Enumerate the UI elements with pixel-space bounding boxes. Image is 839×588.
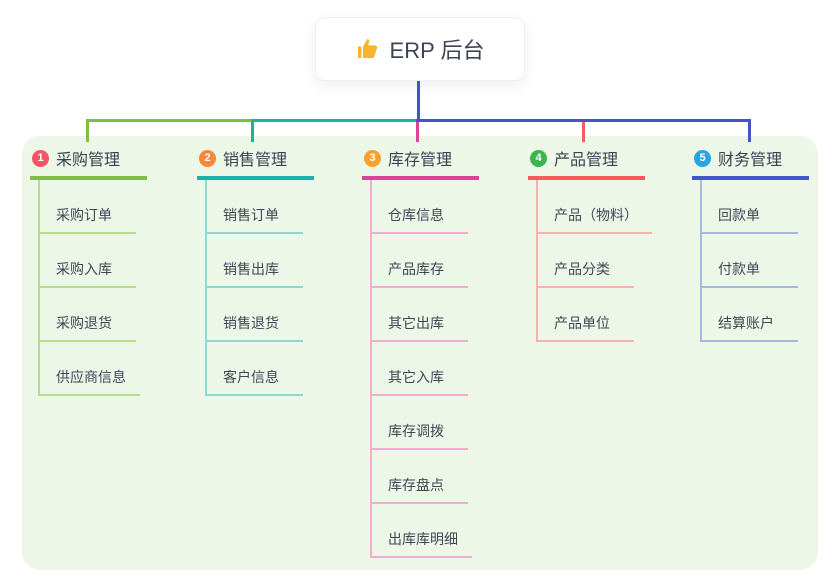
branch-2: 2 销售管理销售订单销售出库销售退货客户信息 [197,142,314,396]
root-node-erp[interactable]: ERP 后台 [315,17,525,81]
mindmap-child-node[interactable]: 仓库信息 [372,180,468,234]
mindmap-child-node[interactable]: 采购订单 [40,180,136,234]
mindmap-child-node[interactable]: 出库库明细 [372,504,472,558]
branch-5-number-badge: 5 [694,149,711,167]
mindmap-child-node[interactable]: 付款单 [702,234,798,288]
branch-3-drop-line [416,122,419,142]
branch-2-label: 销售管理 [223,152,288,169]
branch-1: 1 采购管理采购订单采购入库采购退货供应商信息 [30,142,147,396]
mindmap-child-node[interactable]: 产品分类 [538,234,634,288]
branch-3: 3 库存管理仓库信息产品库存其它出库其它入库库存调拨库存盘点出库库明细 [362,142,479,558]
mindmap-child-node[interactable]: 销售退货 [207,288,303,342]
branch-5-children: 回款单付款单结算账户 [700,180,798,342]
branch-5-label: 财务管理 [718,152,783,169]
rail-blue-segment [416,119,751,122]
mindmap-child-node[interactable]: 库存盘点 [372,450,468,504]
branch-3-children: 仓库信息产品库存其它出库其它入库库存调拨库存盘点出库库明细 [370,180,472,558]
thumbs-up-icon [356,37,380,61]
mindmap-child-node[interactable]: 产品（物料） [538,180,652,234]
branch-3-number-badge: 3 [364,149,381,167]
mindmap-child-node[interactable]: 库存调拨 [372,396,468,450]
mindmap-child-node[interactable]: 回款单 [702,180,798,234]
mindmap-child-node[interactable]: 销售订单 [207,180,303,234]
branch-3-title[interactable]: 3 库存管理 [362,142,479,180]
branch-4-drop-line [582,122,585,142]
branch-3-label: 库存管理 [388,152,453,169]
mindmap-child-node[interactable]: 销售出库 [207,234,303,288]
rail-teal-segment [251,119,416,122]
branch-2-number-badge: 2 [199,149,216,167]
branch-2-title[interactable]: 2 销售管理 [197,142,314,180]
root-title: ERP 后台 [389,38,485,63]
root-drop-line [417,79,420,119]
branch-2-children: 销售订单销售出库销售退货客户信息 [205,180,303,396]
branch-1-label: 采购管理 [56,152,121,169]
branch-5: 5 财务管理回款单付款单结算账户 [692,142,809,342]
branch-1-number-badge: 1 [32,149,49,167]
mindmap-child-node[interactable]: 产品库存 [372,234,468,288]
mindmap-child-node[interactable]: 客户信息 [207,342,303,396]
branch-2-drop-line [251,122,254,142]
branch-4-label: 产品管理 [554,152,619,169]
mindmap-child-node[interactable]: 其它入库 [372,342,468,396]
branch-4-title[interactable]: 4 产品管理 [528,142,645,180]
mindmap-child-node[interactable]: 其它出库 [372,288,468,342]
mindmap-child-node[interactable]: 结算账户 [702,288,798,342]
mindmap-child-node[interactable]: 供应商信息 [40,342,140,396]
branches-panel [22,136,818,570]
mindmap-child-node[interactable]: 采购退货 [40,288,136,342]
branch-1-drop-line [86,122,89,142]
branch-4: 4 产品管理产品（物料）产品分类产品单位 [528,142,652,342]
branch-5-drop-line [748,122,751,142]
branch-4-number-badge: 4 [530,149,547,167]
mindmap-child-node[interactable]: 产品单位 [538,288,634,342]
branch-1-title[interactable]: 1 采购管理 [30,142,147,180]
mindmap-child-node[interactable]: 采购入库 [40,234,136,288]
branch-1-children: 采购订单采购入库采购退货供应商信息 [38,180,140,396]
rail-green-segment [86,119,254,122]
branch-4-children: 产品（物料）产品分类产品单位 [536,180,652,342]
branch-5-title[interactable]: 5 财务管理 [692,142,809,180]
